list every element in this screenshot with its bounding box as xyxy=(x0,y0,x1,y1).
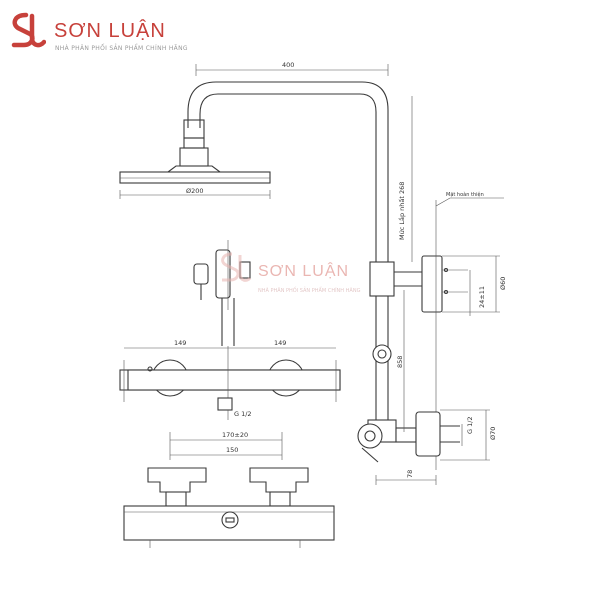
thermostat-front-view: 149 149 G 1/2 xyxy=(119,339,341,420)
shower-arm: 400 Mức Lắp nhất 268 xyxy=(183,61,413,280)
wall-finish-note: Mặt hoàn thiện xyxy=(446,191,484,198)
watermark-tagline: NHÀ PHÂN PHỐI SẢN PHẨM CHÍNH HÃNG xyxy=(258,286,361,294)
hand-shower-holder xyxy=(193,240,251,346)
shower-head-view: Ø200 xyxy=(119,137,271,199)
bracket-small-label: 24±11 xyxy=(478,286,486,308)
arm-length-label: 400 xyxy=(282,61,294,69)
dim-78-label: 78 xyxy=(406,470,414,478)
inlet-g-label: G 1/2 xyxy=(466,416,474,434)
inlet-phi-label: Ø70 xyxy=(489,427,497,440)
left-149-label: 149 xyxy=(174,339,186,347)
height-858-label: 858 xyxy=(396,356,404,368)
brand-logo: SƠN LUẬN NHÀ PHÂN PHỐI SẢN PHẨM CHÍNH HÃ… xyxy=(8,12,228,52)
thermostat-bottom-view: 170±20 150 xyxy=(123,431,335,548)
watermark-mark-icon xyxy=(221,252,240,282)
spacing-range-label: 170±20 xyxy=(222,431,248,439)
brand-tagline: NHÀ PHÂN PHỐI SẢN PHẨM CHÍNH HÃNG xyxy=(55,45,188,52)
outlet-g-label: G 1/2 xyxy=(234,410,252,418)
watermark: SƠN LUẬN NHÀ PHÂN PHỐI SẢN PHẨM CHÍNH HÃ… xyxy=(221,252,361,294)
watermark-name: SƠN LUẬN xyxy=(258,261,349,280)
brand-name: SƠN LUẬN xyxy=(54,20,166,42)
brand-mark-icon xyxy=(11,12,46,48)
head-diameter-label: Ø200 xyxy=(186,187,204,195)
side-view: Ø60 24±11 Mặt hoàn thiện Ø70 G 1/2 858 7… xyxy=(357,191,507,485)
right-149-label: 149 xyxy=(274,339,286,347)
spacing-150-label: 150 xyxy=(226,446,238,454)
bracket-phi-label: Ø60 xyxy=(499,277,507,290)
rail-height-label: Mức Lắp nhất 268 xyxy=(397,182,406,240)
